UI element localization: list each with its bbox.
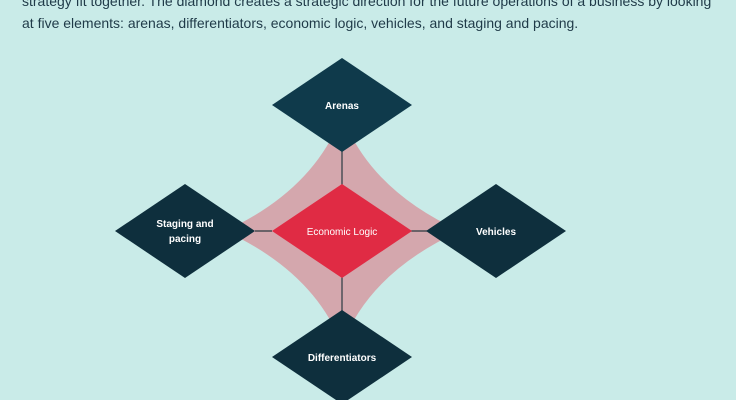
node-economic-logic-label: Economic Logic bbox=[307, 227, 378, 238]
node-economic-logic: Economic Logic bbox=[272, 184, 412, 278]
node-vehicles: Vehicles bbox=[426, 184, 566, 278]
node-staging-and-pacing: Staging and pacing bbox=[115, 184, 255, 278]
node-staging-label-line1: Staging and bbox=[156, 219, 213, 230]
node-differentiators-label: Differentiators bbox=[308, 353, 377, 364]
node-differentiators: Differentiators bbox=[272, 310, 412, 400]
node-vehicles-label: Vehicles bbox=[476, 227, 516, 238]
intro-paragraph: strategy fit together. The diamond creat… bbox=[22, 0, 712, 31]
node-staging-label-line2: pacing bbox=[169, 234, 201, 245]
node-arenas: Arenas bbox=[272, 58, 412, 152]
node-arenas-label: Arenas bbox=[325, 101, 359, 112]
